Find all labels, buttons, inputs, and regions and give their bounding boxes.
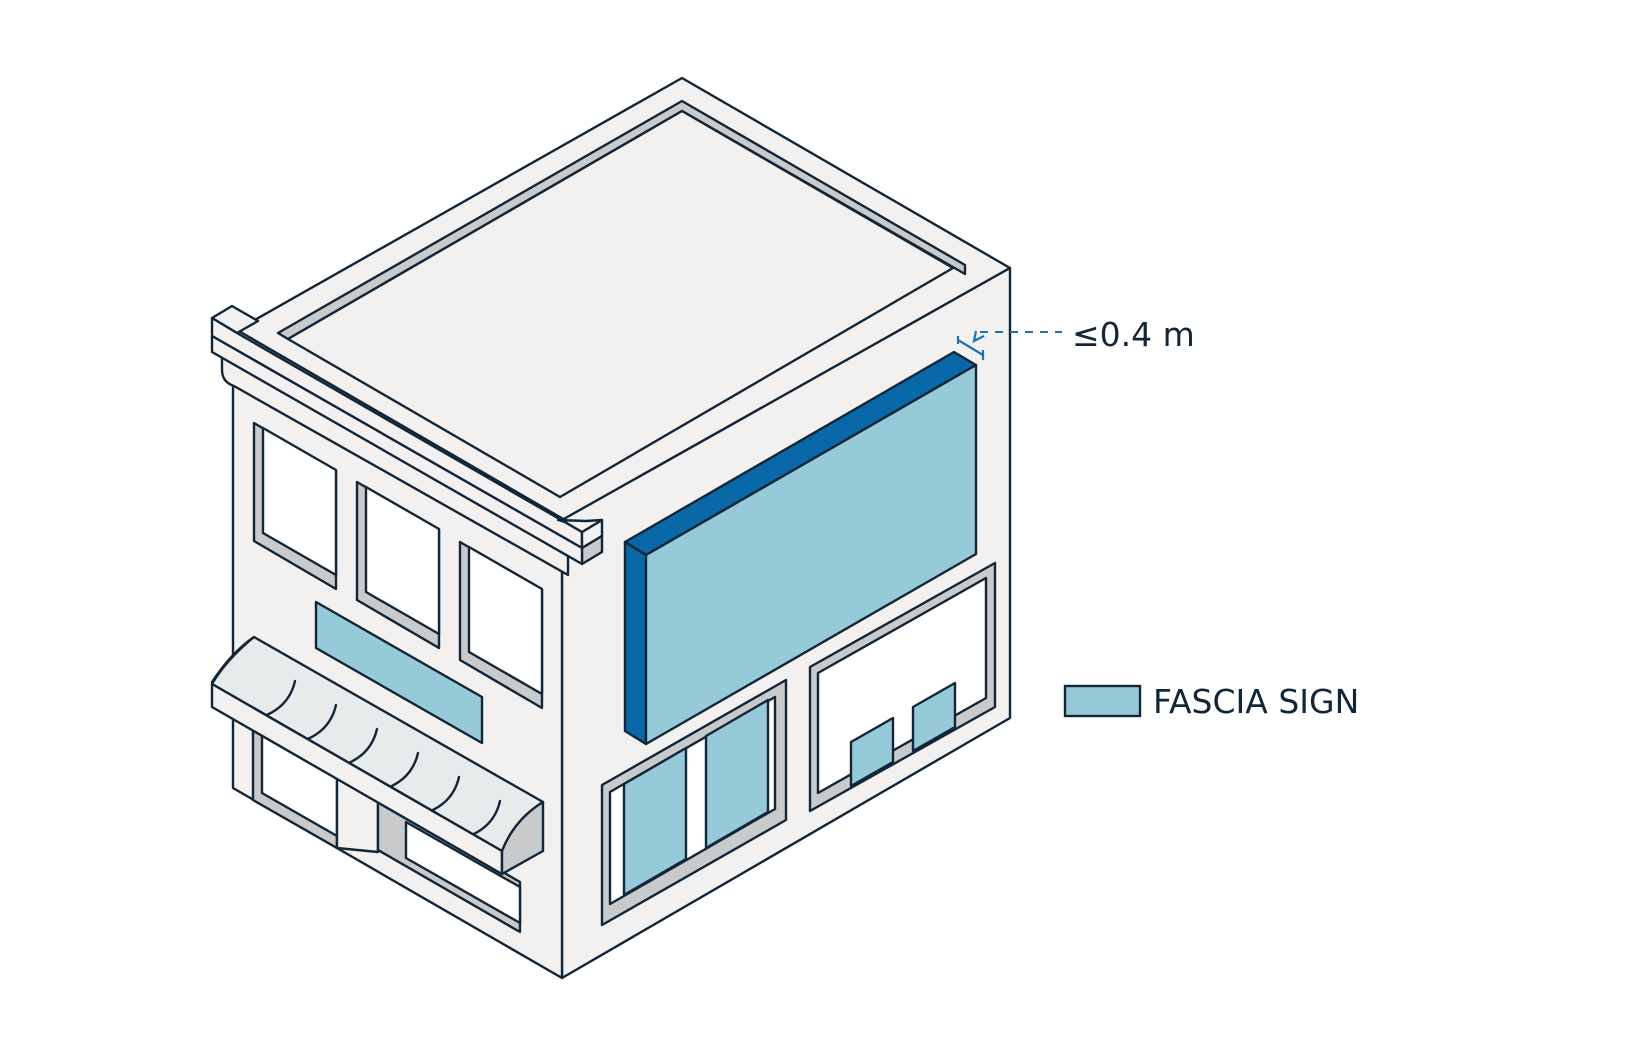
left-upper-windows (252, 421, 544, 710)
dimension-annotation: ≤0.4 m (956, 315, 1195, 360)
dimension-label: ≤0.4 m (1072, 315, 1195, 354)
cornice (210, 304, 604, 577)
awning (210, 635, 545, 876)
upper-window-3 (458, 540, 544, 710)
upper-window-1 (252, 421, 338, 591)
building-roof (235, 76, 1012, 522)
right-storefront (600, 561, 997, 927)
upper-window-2 (355, 480, 441, 650)
legend-label: FASCIA SIGN (1153, 682, 1359, 721)
storefront-window-right (808, 561, 997, 813)
legend: FASCIA SIGN (1063, 682, 1359, 721)
fascia-sign (623, 350, 978, 746)
legend-swatch (1063, 684, 1142, 718)
dimension-arrow-icon (972, 330, 985, 343)
left-wall-sign (314, 600, 484, 745)
storefront-window-left (600, 678, 788, 927)
dimension-tick-icon (956, 336, 985, 360)
